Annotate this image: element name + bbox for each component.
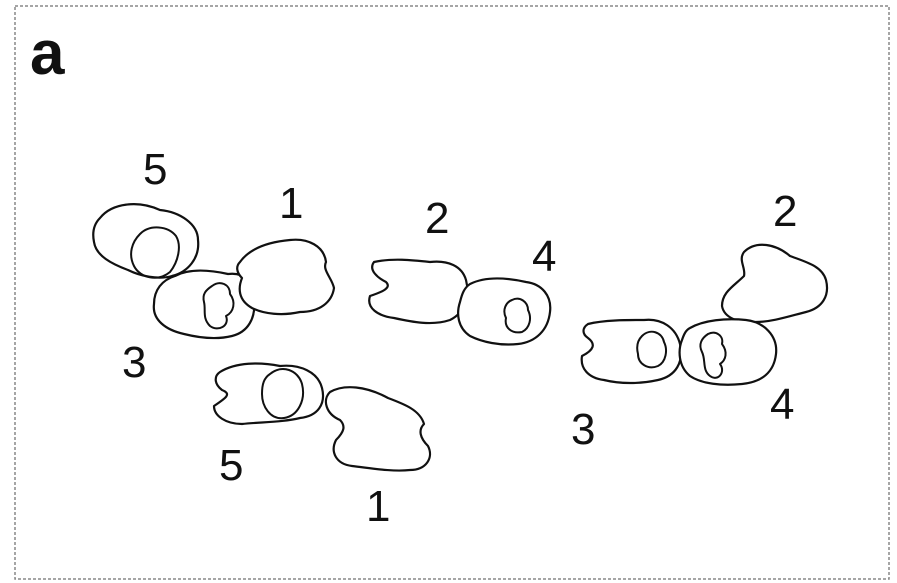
chromosome-group-center — [368, 258, 552, 346]
shape-1-lower — [324, 386, 432, 472]
label-2-center: 2 — [425, 194, 449, 243]
label-2-right: 2 — [773, 187, 797, 236]
shape-4-right — [678, 318, 778, 386]
shape-3-right-inner — [636, 330, 667, 369]
chromosome-group-lower-left — [212, 362, 432, 472]
shape-5-lower — [212, 362, 325, 426]
chromosome-group-right — [580, 243, 829, 386]
shape-3-upper-inner — [202, 282, 235, 330]
shape-2-center — [368, 258, 469, 325]
label-5-lower: 5 — [219, 441, 243, 490]
label-3-right: 3 — [571, 405, 595, 454]
label-3-upper: 3 — [122, 338, 146, 387]
panel-label: a — [30, 19, 65, 88]
shape-5-upper — [92, 203, 200, 279]
label-5-upper: 5 — [143, 145, 167, 194]
shape-5-lower-inner — [261, 368, 304, 420]
shape-4-right-inner — [699, 331, 727, 379]
label-4-center: 4 — [532, 232, 556, 281]
label-1-upper: 1 — [279, 179, 303, 228]
label-1-lower: 1 — [366, 482, 390, 531]
label-4-right: 4 — [770, 380, 794, 429]
shape-5-upper-inner — [130, 226, 180, 279]
chromosome-group-upper-left — [92, 203, 336, 340]
panel-border — [14, 5, 890, 580]
shape-1-upper — [236, 238, 336, 316]
shape-2-right — [720, 243, 829, 324]
shape-4-center-inner — [503, 297, 531, 334]
